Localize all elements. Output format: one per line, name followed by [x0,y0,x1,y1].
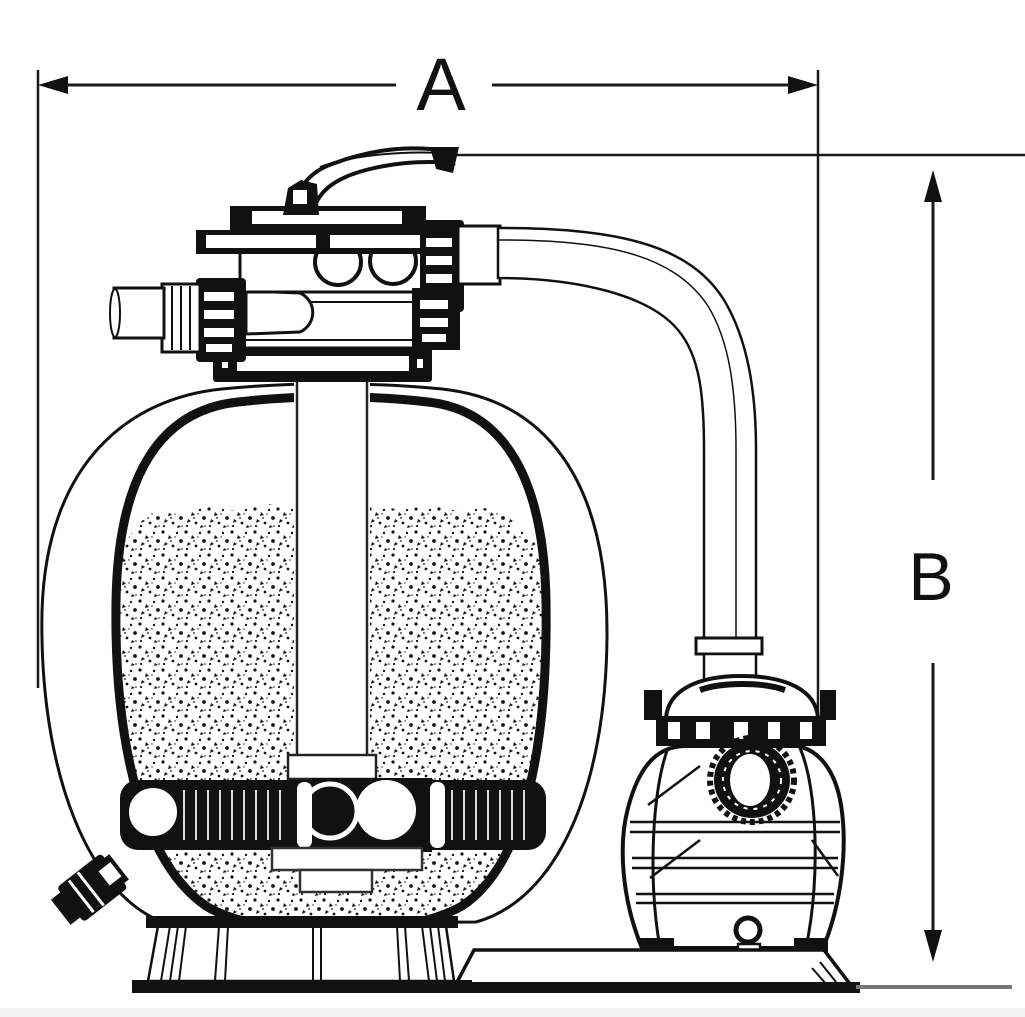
dimension-b [417,153,1025,962]
drain-fitting [50,854,129,925]
standpipe [286,376,378,781]
pump-inlet-port [707,735,797,825]
pump-drain-plug [733,915,763,945]
filter-tank [40,376,609,983]
arrowhead-right-icon [788,76,818,94]
pump-base-plate [453,948,854,986]
lateral-port-left [125,784,181,840]
tank-pedestal [146,916,458,983]
arrowhead-up-icon [924,170,942,202]
footer-strip [0,1008,1025,1017]
arrowhead-down-icon [924,930,942,962]
ground-line-extension [856,985,1012,989]
ground-line [132,980,1012,993]
valve-diffuser-cone [244,289,315,336]
arrowhead-left-icon [38,76,68,94]
lateral-assembly [120,778,546,894]
multiport-valve [109,146,502,382]
dimension-b-label: B [908,539,953,615]
valve-handle [283,146,459,215]
hose-union [694,636,764,656]
valve-right-elbow [456,224,502,286]
hub-port [356,780,416,840]
valve-left-pipe [112,286,166,340]
dimension-a-label: A [416,43,466,126]
dimension-a [36,70,820,732]
